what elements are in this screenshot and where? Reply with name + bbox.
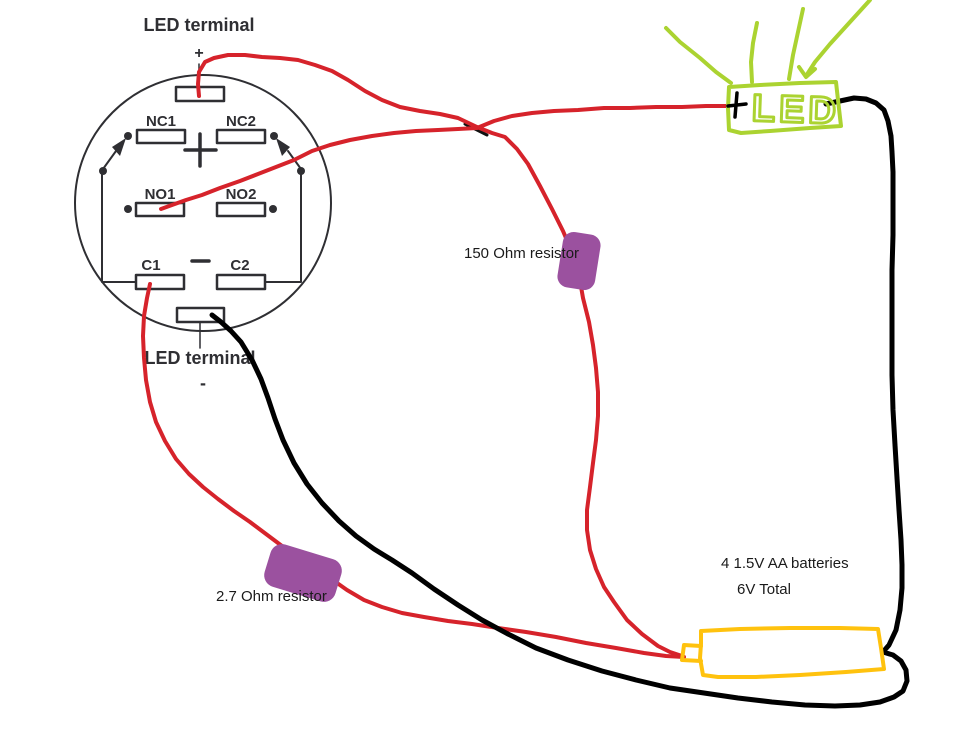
right-rail [264,170,302,283]
no2-dot [269,205,277,213]
led-ray-1-icon [664,26,733,85]
resistor-150-body [557,231,601,291]
wire-negative-loop [209,95,910,709]
resistor-27: 2.7 Ohm resistor [216,544,342,605]
led-label: LED [751,88,840,133]
no2-label: NO2 [226,186,257,203]
resistor-150-label: 150 Ohm resistor [464,245,579,262]
no1-label: NO1 [145,186,176,203]
led-ray-3-icon [787,7,805,81]
top-terminal-label: LED terminal [143,15,254,35]
battery-body [698,626,886,679]
top-terminal-sign: + [194,45,203,62]
battery-label-line2: 6V Total [737,581,791,598]
resistor-27-body [264,544,342,602]
c2-label: C2 [230,257,249,274]
left-arrowhead-icon [112,138,126,156]
nc1-label: NC1 [146,113,176,130]
wire-no1-to-led [159,104,730,211]
battery: 4 1.5V AA batteries 6V Total [680,555,886,679]
led-anode-plus-mark [726,91,748,119]
no1-dot [124,205,132,213]
no1-pin [134,201,186,218]
battery-positive-nub [680,643,703,663]
nc2-pin [215,128,267,145]
led: LED [664,0,872,135]
left-throw-line [102,150,117,170]
led-box [726,80,843,135]
nc2-label: NC2 [226,113,256,130]
switch-diagram: LED terminal + NC1 NC2 NO1 NO2 C1 C2 LED… [74,15,332,393]
switch-body-circle [74,74,332,332]
no2-pin [215,201,267,218]
resistor-150: 150 Ohm resistor [464,231,601,291]
led-ray-4-icon [804,0,872,78]
led-ray-4-arrowhead-icon [797,65,817,79]
left-rail [101,170,137,283]
led-ray-2-icon [749,21,759,84]
c2-pin [215,273,267,291]
right-arrowhead-icon [276,138,290,156]
c1-pin [134,273,186,291]
bottom-terminal-sign: - [200,373,206,393]
center-plus-mark [183,132,218,168]
nc1-pin [135,128,187,145]
wire-ledplus-to-battery [196,53,684,658]
bottom-terminal-label: LED terminal [144,348,255,368]
wires [141,53,910,709]
c1-label: C1 [141,257,160,274]
battery-label-line1: 4 1.5V AA batteries [721,555,849,572]
resistor-27-label: 2.7 Ohm resistor [216,588,327,605]
